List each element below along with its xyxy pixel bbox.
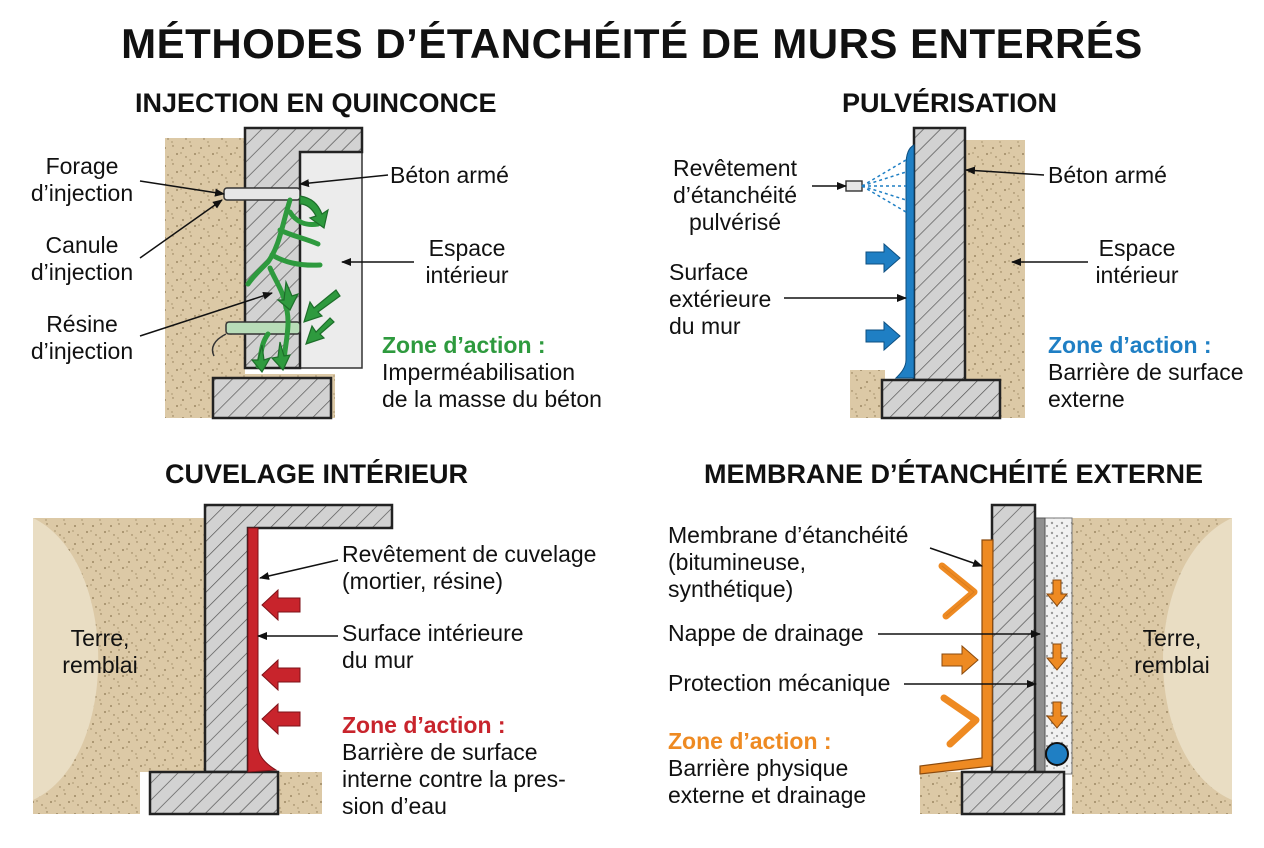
footing bbox=[211, 376, 333, 420]
label-forage: Forage d’injection bbox=[30, 153, 134, 206]
drainage-gravel bbox=[1044, 517, 1073, 775]
panel-title-cuvelage: CUVELAGE INTÉRIEUR bbox=[165, 459, 469, 489]
cuvelage-coating bbox=[247, 527, 278, 773]
label-espace-interieur: Espace intérieur bbox=[425, 235, 509, 288]
label-nappe-drainage: Nappe de drainage bbox=[668, 620, 864, 646]
floor-soil bbox=[278, 772, 322, 814]
zone-action-membrane: Zone d’action : Barrière physique extern… bbox=[668, 728, 867, 808]
drainage-arrow bbox=[1045, 579, 1069, 607]
concrete-wall bbox=[912, 126, 967, 382]
zone-action-pulverisation: Zone d’action : Barrière de surface exte… bbox=[1048, 332, 1244, 412]
label-surface-exterieure: Surface extérieure du mur bbox=[669, 259, 772, 339]
floor-soil bbox=[920, 772, 962, 814]
label-surface-interieure: Surface intérieure du mur bbox=[342, 620, 524, 673]
injection-tube-low bbox=[225, 321, 301, 335]
drainage-arrow bbox=[1045, 643, 1069, 671]
soil-fill bbox=[965, 140, 1025, 418]
pulverisation-drawing bbox=[784, 126, 1088, 420]
pressure-arrow bbox=[261, 702, 301, 736]
soil-left bbox=[850, 370, 885, 418]
label-terre-remblai: Terre, remblai bbox=[1134, 625, 1210, 678]
pressure-arrow bbox=[261, 658, 301, 692]
footing bbox=[148, 770, 280, 816]
waterproof-membrane bbox=[919, 539, 994, 775]
pressure-arrow bbox=[941, 644, 979, 676]
cuvelage-drawing bbox=[33, 503, 394, 816]
zone-action-cuvelage: Zone d’action : Barrière de surface inte… bbox=[342, 712, 566, 819]
panel-title-injection: INJECTION EN QUINCONCE bbox=[135, 88, 497, 118]
pressure-arrow bbox=[261, 588, 301, 622]
label-membrane-etancheite: Membrane d’étanchéité (bitumineuse, synt… bbox=[668, 522, 909, 602]
panel-title-membrane: MEMBRANE D’ÉTANCHÉITÉ EXTERNE bbox=[704, 459, 1204, 489]
zone-action-injection: Zone d’action : Imperméabilisation de la… bbox=[382, 332, 602, 412]
drainage-arrow bbox=[1045, 701, 1069, 729]
label-canule: Canule d’injection bbox=[30, 232, 134, 285]
drain-pipe bbox=[1045, 742, 1069, 766]
panel-title-pulverisation: PULVÉRISATION bbox=[842, 88, 1058, 118]
spray-nozzle bbox=[845, 180, 863, 192]
label-resine: Résine d’injection bbox=[30, 311, 134, 364]
mechanical-protection bbox=[1034, 517, 1046, 775]
label-beton-arme: Béton armé bbox=[1048, 162, 1167, 188]
injection-drawing bbox=[139, 126, 414, 420]
soil-fill bbox=[165, 138, 245, 418]
membrane-drawing bbox=[878, 503, 1232, 816]
label-beton-arme: Béton armé bbox=[390, 162, 509, 188]
label-revetement-cuvelage: Revêtement de cuvelage (mortier, résine) bbox=[342, 541, 597, 594]
footing bbox=[880, 378, 1002, 420]
label-protection-mecanique: Protection mécanique bbox=[668, 670, 891, 696]
label-espace-interieur: Espace intérieur bbox=[1095, 235, 1179, 288]
footing bbox=[960, 770, 1066, 816]
soil-void bbox=[1163, 518, 1232, 800]
soil-void bbox=[33, 518, 99, 800]
concrete-wall bbox=[990, 503, 1037, 776]
sprayed-coating bbox=[894, 144, 915, 379]
label-terre-remblai: Terre, remblai bbox=[62, 625, 138, 678]
page-title: MÉTHODES D’ÉTANCHÉITÉ DE MURS ENTERRÉS bbox=[121, 20, 1143, 67]
label-revetement-pulverise: Revêtement d’étanchéité pulvérisé bbox=[672, 155, 798, 235]
